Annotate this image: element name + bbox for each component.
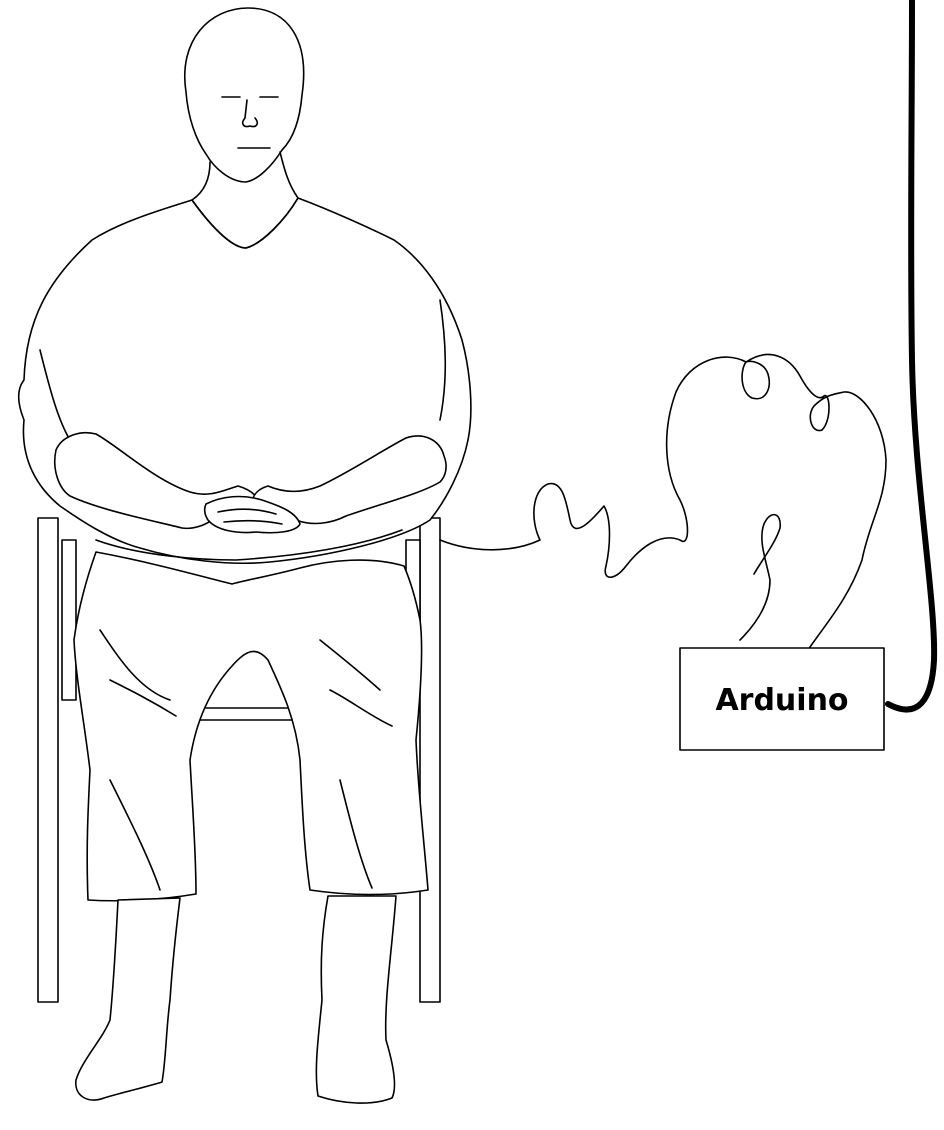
chair-back-left-leg	[38, 518, 58, 1002]
neck-right	[280, 152, 298, 198]
chair-front-left-leg	[62, 540, 76, 700]
right-leg	[316, 896, 396, 1103]
left-leg	[76, 898, 180, 1100]
power-cable	[888, 0, 934, 710]
arduino-box: Arduino	[680, 648, 884, 750]
seated-person	[19, 8, 471, 1103]
sensor-wire	[440, 355, 886, 650]
chair-back-right-leg	[420, 518, 440, 1002]
sensor-wire-branch	[740, 515, 780, 640]
head	[185, 8, 304, 182]
trousers	[74, 552, 428, 901]
neck-left	[192, 162, 210, 200]
arduino-label: Arduino	[715, 683, 848, 718]
